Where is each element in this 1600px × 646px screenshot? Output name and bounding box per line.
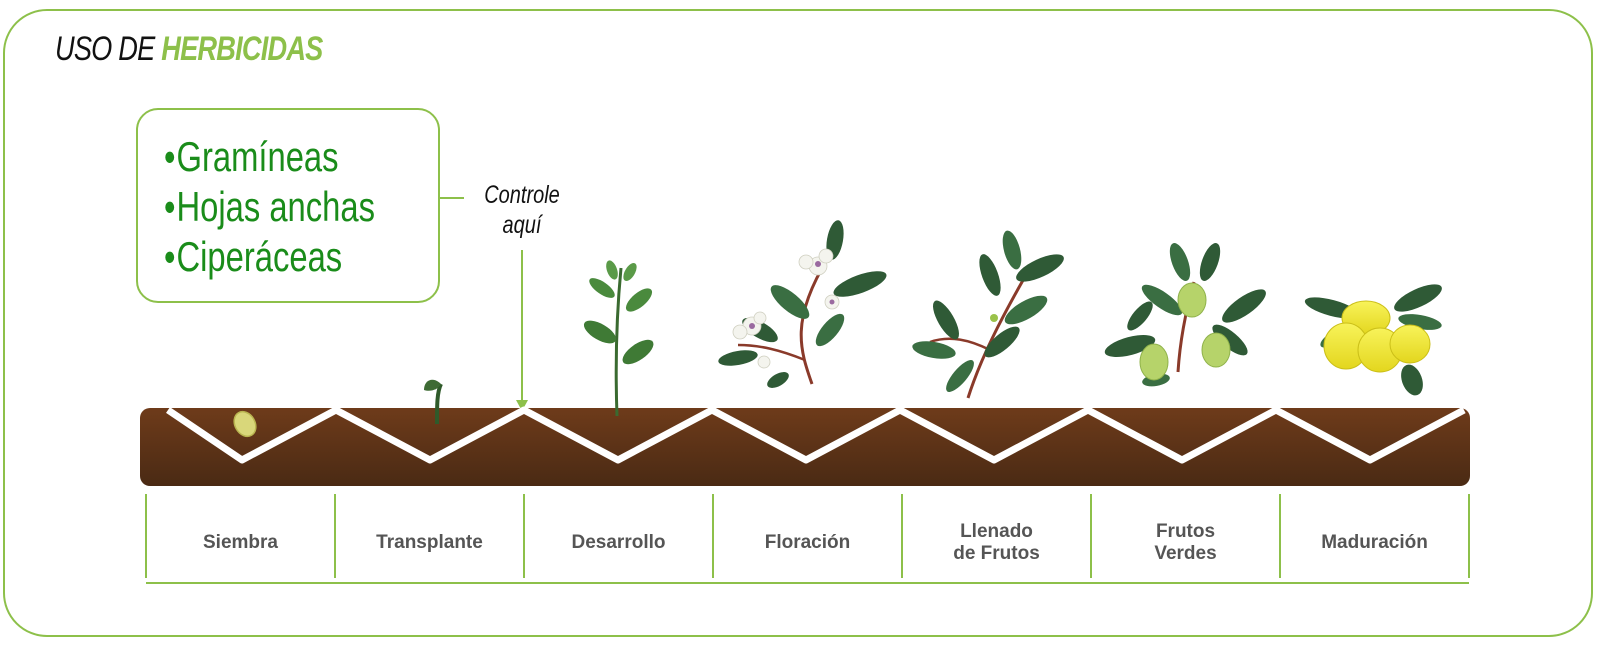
diagram-title: USO DE HERBICIDAS: [55, 30, 323, 69]
bullet-icon: •: [164, 133, 176, 180]
bullet-icon: •: [164, 233, 176, 280]
fruit-set-branch-icon: [912, 230, 1064, 399]
bullet-icon: •: [164, 183, 176, 230]
diagram-frame: [3, 9, 1593, 637]
weed-item-ciperaceas: •Ciperáceas: [164, 233, 343, 280]
callout-line-1: Controle: [484, 181, 560, 209]
soil-band: [140, 408, 1470, 486]
weed-list: •Gramíneas •Hojas anchas •Ciperáceas: [138, 110, 438, 282]
soil-zigzag: [166, 406, 1466, 464]
weed-types-box: •Gramíneas •Hojas anchas •Ciperáceas: [136, 108, 440, 303]
title-prefix: USO DE: [55, 30, 162, 68]
title-highlight: HERBICIDAS: [161, 30, 323, 68]
stage-label-floracion: Floración: [764, 532, 851, 553]
stage-label-maduracion: Maduración: [1321, 532, 1428, 553]
control-arrow-head: [516, 400, 528, 411]
stage-label-desarrollo: Desarrollo: [571, 532, 666, 553]
stage-label-transplante: Transplante: [376, 532, 483, 553]
green-fruit-branch-icon: [1104, 243, 1266, 387]
control-callout: Controle aquí: [477, 180, 567, 240]
weed-item-hojas-anchas: •Hojas anchas: [164, 183, 375, 230]
stage-table: [145, 494, 1470, 584]
ripe-lemons-icon: [1304, 284, 1442, 396]
seed-icon: [233, 410, 257, 438]
weed-item-gramineas: •Gramíneas: [164, 133, 339, 180]
sprout-icon: [424, 379, 443, 425]
young-plant-icon: [583, 260, 654, 417]
flowering-branch-icon: [718, 220, 887, 388]
connector-line: [440, 197, 464, 199]
callout-line-2: aquí: [502, 211, 542, 239]
stage-label-siembra: Siembra: [203, 532, 278, 553]
